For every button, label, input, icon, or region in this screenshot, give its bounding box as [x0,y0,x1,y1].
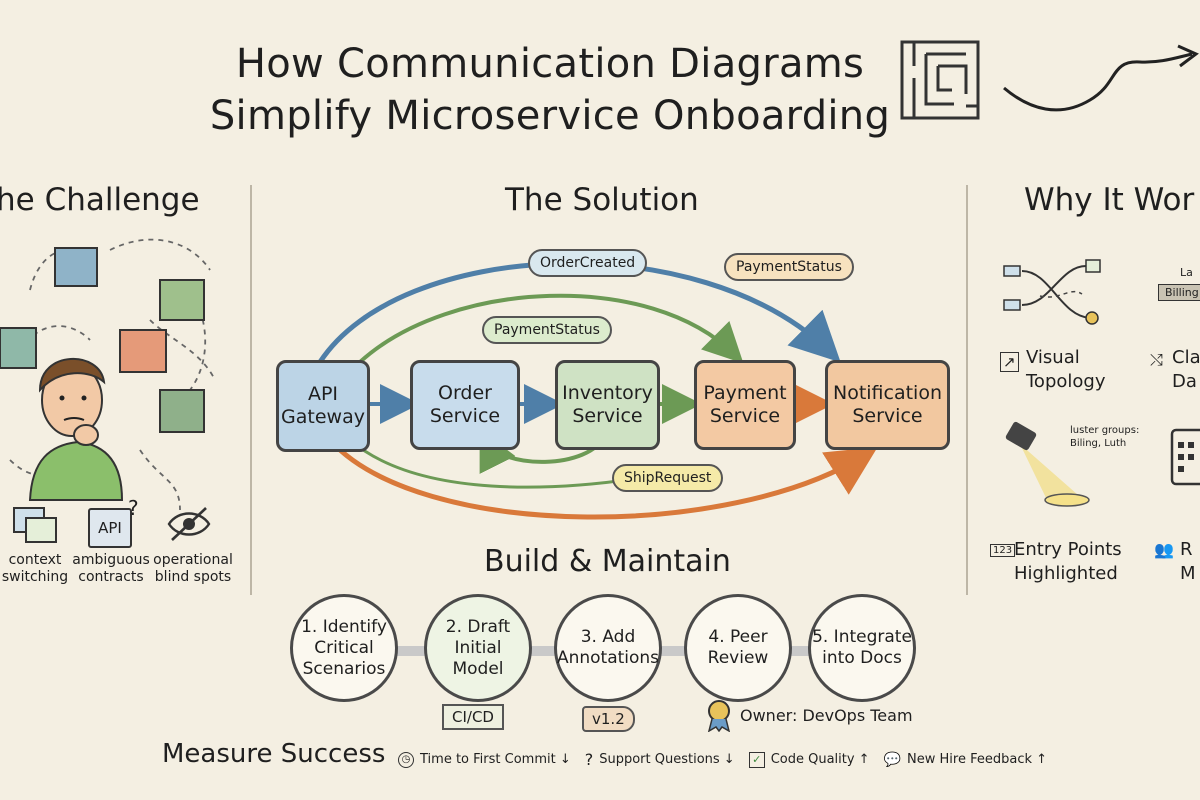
step-peer-review: 4. Peer Review [684,594,792,702]
spot-note: luster groups: Biling, Luth [1070,425,1140,449]
card-layer-label: La [1180,266,1193,279]
api-badge: API [98,519,122,537]
people-icon: 👥 [1154,540,1174,559]
squiggle-arrow-icon [1003,44,1199,112]
node-payment-service: Payment Service [694,360,796,450]
maze-icon [900,40,980,120]
challenge-label-contracts: ambiguous contracts [72,552,150,585]
chat-icon: 💬 [883,751,902,768]
node-notification-service: Notification Service [825,360,950,450]
question-mark: ? [128,496,139,520]
spotlight-icon [1005,421,1090,507]
step-draft: 2. Draft Initial Model [424,594,532,702]
bubble-order-created: OrderCreated [528,249,648,277]
metrics-row: ◷ Time to First Commit ↓ ? Support Quest… [398,750,1047,769]
solution-heading: The Solution [505,182,699,218]
tag-version: v1.2 [582,706,635,732]
clock-icon: ◷ [398,751,414,768]
step-annotations: 3. Add Annotations [554,594,662,702]
arc-ship-request [328,438,878,520]
why-label-visual-topology: Visual Topology [1026,347,1106,392]
why-label-clear-data: Cla Da [1172,347,1200,392]
topology-sketch-icon [1003,259,1101,325]
metric-label: Time to First Commit ↓ [420,752,571,767]
node-inventory-service: Inventory Service [555,360,660,450]
metric-support-questions: ? Support Questions ↓ [585,750,735,769]
challenge-illustration [0,238,216,510]
page-title: How Communication Diagrams Simplify Micr… [209,41,891,139]
node-order-service: Order Service [410,360,520,450]
api-doc-icon: API [88,508,132,548]
node-api-gateway: API Gateway [276,360,370,452]
check-icon: ✓ [748,751,765,768]
metric-time-to-commit: ◷ Time to First Commit ↓ [398,750,571,769]
metric-label: New Hire Feedback ↑ [907,752,1048,767]
measure-heading: Measure Success [162,739,386,769]
divider-right [966,185,968,595]
metric-label: Code Quality ↑ [770,752,870,767]
arc-green-top [358,293,744,364]
eye-slash-icon [167,507,211,541]
why-label-rm: R M [1180,539,1196,584]
metric-code-quality: ✓ Code Quality ↑ [748,750,870,769]
tag-ci-cd: CI/CD [442,704,504,730]
award-ribbon-icon [707,700,731,732]
question-icon: ? [584,750,594,769]
calendar-icon: 123 [990,544,1016,557]
divider-left [250,185,252,595]
service-cube-icons [0,247,205,433]
bubble-payment-status-mid: PaymentStatus [482,316,612,344]
metric-label: Support Questions ↓ [599,752,735,767]
challenge-label-blindspots: operational blind spots [153,552,233,585]
challenge-label-context: context switching [1,552,69,585]
why-label-entry-points: Entry Points Highlighted [1014,539,1122,584]
share-icon: ⤭ [1150,350,1163,369]
bubble-ship-request: ShipRequest [612,464,724,492]
chart-icon: ↗ [1000,352,1019,372]
confused-person-icon [28,358,124,501]
build-heading: Build & Maintain [484,544,731,579]
step-identify: 1. Identify Critical Scenarios [290,594,398,702]
challenge-heading: he Challenge [0,182,200,218]
why-heading: Why It Wor [1024,182,1195,218]
card-billing-label: Billing [1158,284,1200,301]
metric-new-hire-feedback: 💬 New Hire Feedback ↑ [884,750,1047,769]
bubble-payment-status-top: PaymentStatus [724,253,854,281]
step-integrate: 5. Integrate into Docs [808,594,916,702]
windows-icon [13,507,57,543]
calendar-large-icon [1170,428,1200,486]
owner-label: Owner: DevOps Team [740,706,913,725]
